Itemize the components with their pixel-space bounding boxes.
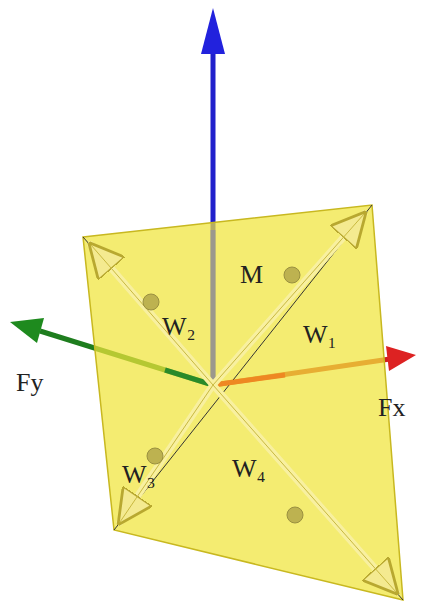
m-arrowhead [201, 8, 225, 54]
weight-label: W₃ [122, 462, 156, 488]
moment-label: M [240, 262, 263, 288]
plane-diagonal [114, 205, 372, 530]
fy-arrowhead [10, 318, 44, 343]
w-balls [143, 267, 303, 523]
yellow-plane [83, 205, 403, 600]
force-label: Fy [16, 370, 43, 396]
m-axis-through [211, 230, 216, 385]
m-axis [211, 52, 216, 385]
weight-label: W₄ [232, 456, 266, 482]
force-label: Fx [378, 395, 405, 421]
w-arrow-edges [91, 214, 396, 592]
weight-label: W₂ [162, 314, 196, 340]
weight-label: W₁ [303, 322, 337, 348]
w-arrows [91, 214, 396, 592]
fx-arrowhead [386, 346, 416, 371]
plane-diagonal [83, 237, 403, 600]
